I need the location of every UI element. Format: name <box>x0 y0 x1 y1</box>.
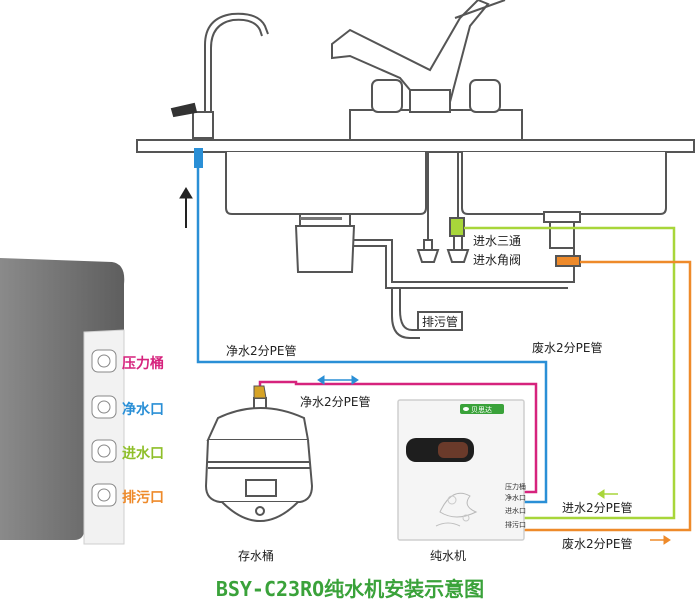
diagram-title: BSY-C23RO纯水机安装示意图 <box>216 577 484 601</box>
waste-pe-top-label: 废水2分PE管 <box>532 340 602 355</box>
storage-tank <box>204 397 314 522</box>
machine-port-label: 排污口 <box>505 520 526 529</box>
port-label-pressure-tank: 压力桶 <box>122 355 164 372</box>
pressure-tank-pipe <box>258 380 538 494</box>
waste-pipe <box>524 260 692 532</box>
garbage-disposer <box>294 213 356 273</box>
inlet-tee-label: 进水三通 <box>473 234 521 248</box>
inlet-tee-valve <box>416 152 470 263</box>
storage-tank-label: 存水桶 <box>238 548 274 563</box>
sink-basin <box>225 152 667 215</box>
purifier-machine <box>397 399 525 541</box>
kitchen-faucet <box>331 0 523 141</box>
port-label-inlet: 进水口 <box>122 445 164 462</box>
drain-saddle <box>543 211 581 267</box>
port-fittings <box>91 349 117 507</box>
pure-water-pipe <box>196 158 548 504</box>
inlet-pipe <box>464 226 676 520</box>
inlet-flow-arrow-icon <box>597 489 618 499</box>
port-label-waste: 排污口 <box>122 489 164 506</box>
drain-pipes <box>354 239 575 339</box>
machine-port-label: 进水口 <box>505 506 526 515</box>
pure-pe-top-label: 净水2分PE管 <box>226 343 296 358</box>
double-arrow-icon <box>317 375 359 385</box>
machine-port-label: 净水口 <box>505 493 526 502</box>
waste-pe-bottom-label: 废水2分PE管 <box>562 536 632 551</box>
pure-pe-tank-label: 净水2分PE管 <box>300 394 370 409</box>
purifier-label: 纯水机 <box>430 549 466 563</box>
pure-water-faucet <box>170 12 269 139</box>
waste-flow-arrow-icon <box>650 535 671 545</box>
inlet-valve-label: 进水角阀 <box>473 253 521 267</box>
faucet-feed-fitting <box>194 148 203 168</box>
inlet-pe-bottom-label: 进水2分PE管 <box>562 500 632 515</box>
machine-port-label: 压力桶 <box>505 482 526 491</box>
tank-valve-fitting <box>253 385 267 399</box>
arrow-up-icon <box>179 187 193 228</box>
brand-text: 贝思达 <box>471 405 492 414</box>
drain-pipe-label: 排污管 <box>422 314 458 329</box>
countertop <box>136 139 695 153</box>
leaf-logo-icon <box>463 407 469 411</box>
port-label-pure-water: 净水口 <box>122 401 164 418</box>
